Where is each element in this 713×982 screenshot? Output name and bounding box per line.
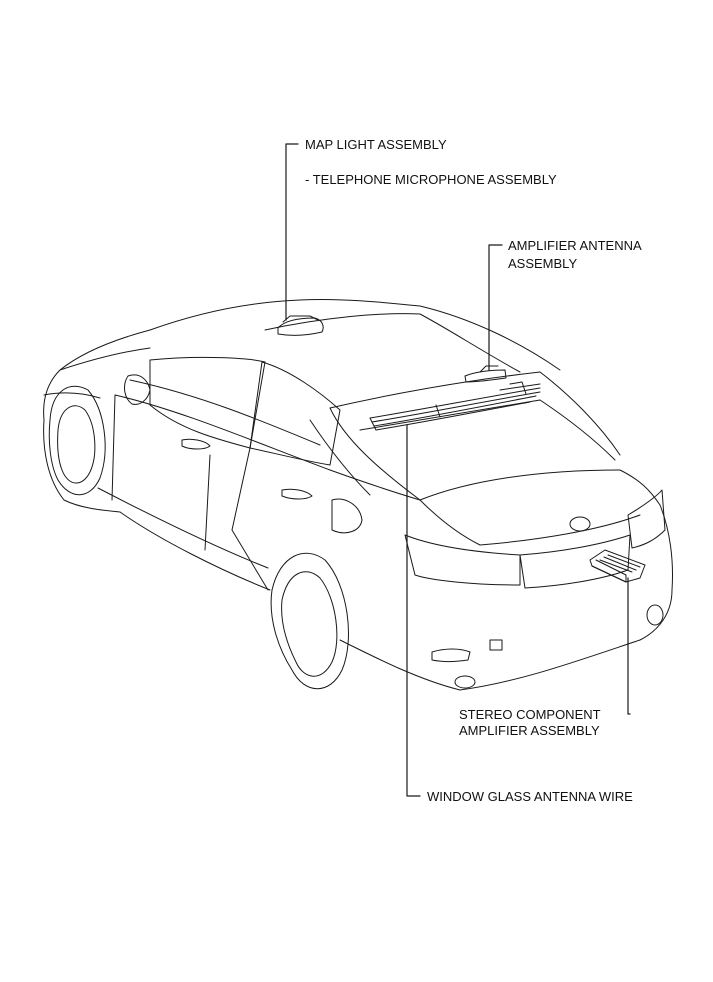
map-light-assembly-label: MAP LIGHT ASSEMBLY: [305, 137, 447, 152]
stereo-component-amplifier-label-line1: STEREO COMPONENT: [459, 707, 601, 722]
window-glass-antenna-grid: [369, 381, 541, 431]
stereo-amplifier-shape: [589, 549, 646, 583]
window-glass-antenna-wire-label: WINDOW GLASS ANTENNA WIRE: [427, 789, 633, 804]
car-body-outline: [43, 298, 673, 691]
stereo-component-amplifier-label-line2: AMPLIFIER ASSEMBLY: [459, 723, 600, 738]
amplifier-antenna-label-line1: AMPLIFIER ANTENNA: [508, 238, 642, 253]
rear-wheel: [270, 552, 349, 690]
leader-lines: [285, 143, 631, 797]
amplifier-antenna-shape: [464, 365, 507, 383]
telephone-microphone-assembly-label: - TELEPHONE MICROPHONE ASSEMBLY: [305, 172, 557, 187]
front-wheel: [48, 385, 106, 496]
amplifier-antenna-label-line2: ASSEMBLY: [508, 256, 578, 271]
